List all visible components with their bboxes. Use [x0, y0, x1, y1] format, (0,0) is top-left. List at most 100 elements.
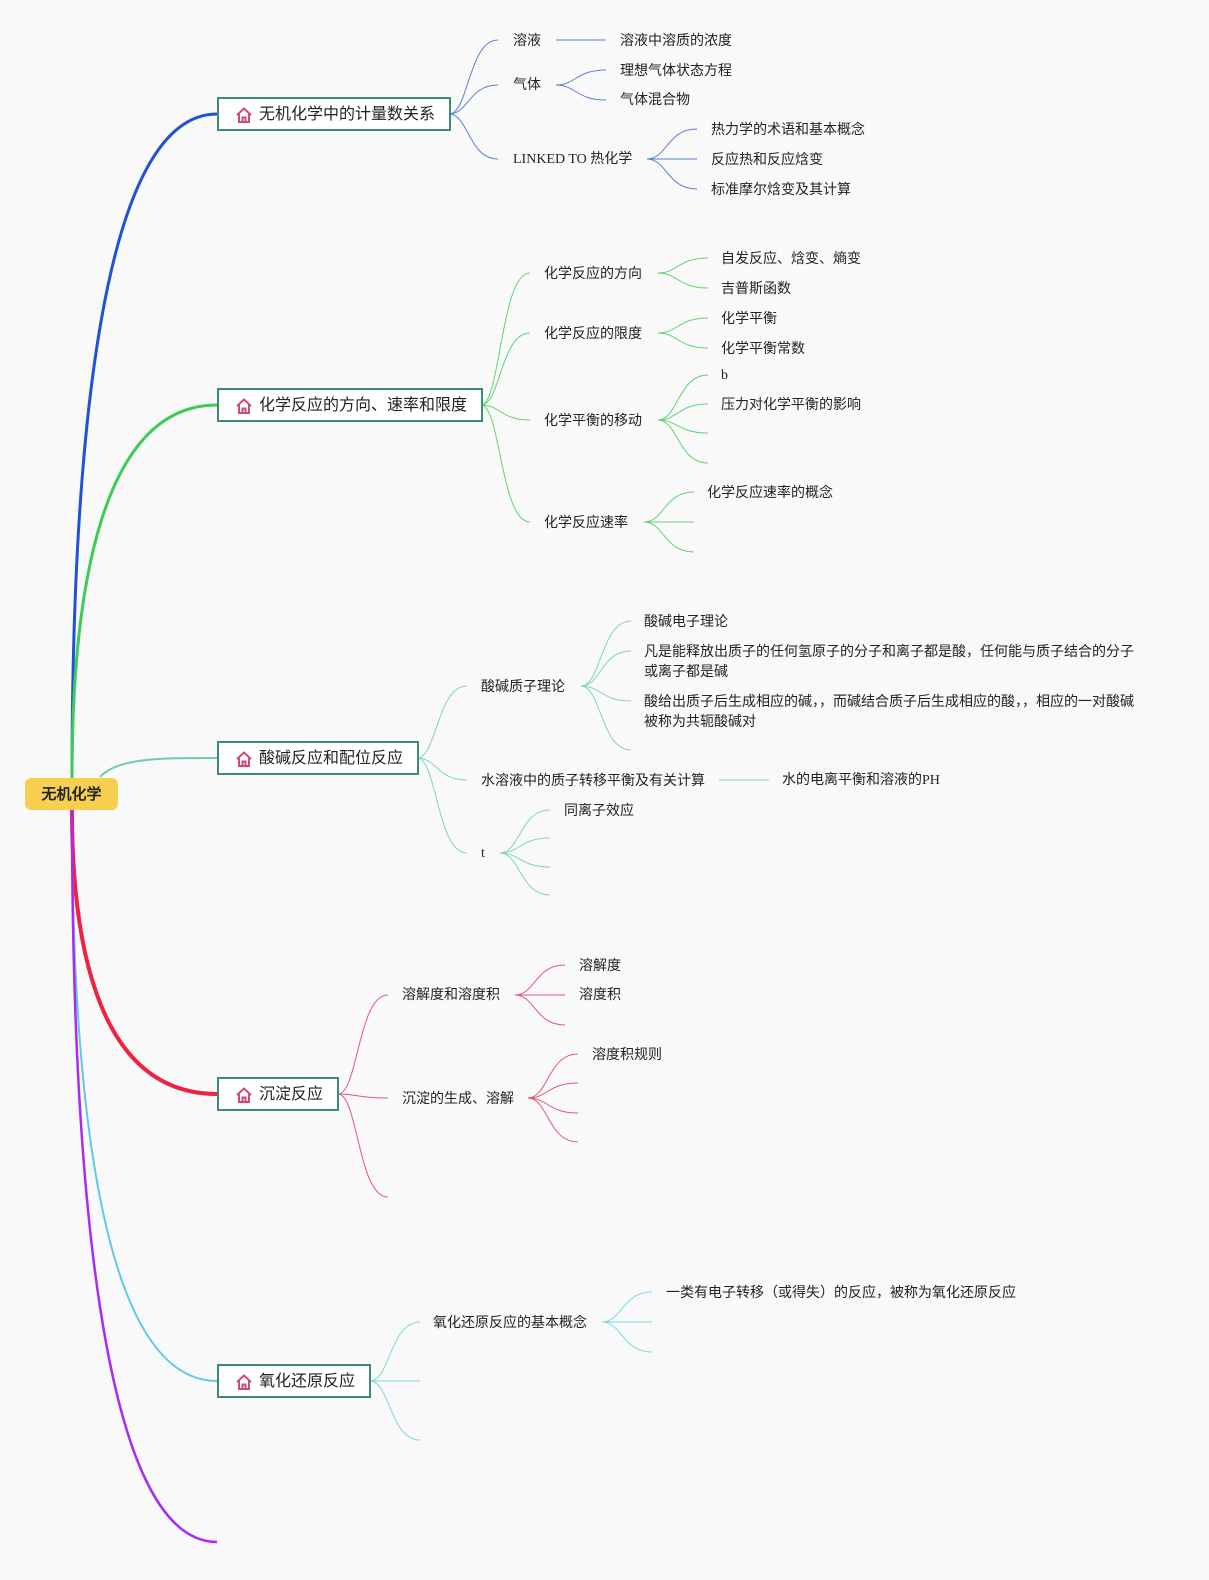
topic-precipitation[interactable]: 沉淀反应 — [217, 1077, 340, 1111]
leaf-node[interactable]: 化学平衡 — [721, 311, 777, 327]
topic-label: 氧化还原反应 — [259, 1371, 356, 1390]
home-icon — [236, 1374, 252, 1390]
edge-redox-basics — [601, 1291, 653, 1323]
leaf-node[interactable]: 凡是能释放出质子的任何氢原子的分子和离子都是酸，任何能与质子结合的分子或离子都是… — [644, 644, 1134, 680]
edge-topic2 — [480, 404, 531, 421]
leaf-node[interactable]: 溶解度 — [579, 958, 621, 974]
edge-t — [499, 852, 551, 896]
leaf-node[interactable]: 同离子效应 — [564, 803, 634, 819]
edge-gas — [555, 69, 607, 86]
leaf-node[interactable]: 气体混合物 — [620, 92, 690, 108]
trunk-reaction — [70, 403, 218, 779]
edge-proton — [580, 650, 632, 687]
topic-label: 化学反应的方向、速率和限度 — [259, 395, 468, 414]
leaf-node[interactable]: 反应热和反应焓变 — [711, 152, 823, 168]
topic-label: 无机化学中的计量数关系 — [259, 104, 436, 123]
edge-form — [527, 1097, 579, 1114]
topic-acid-base[interactable]: 酸碱反应和配位反应 — [217, 741, 420, 775]
home-icon — [236, 751, 252, 767]
edge-form — [527, 1082, 579, 1099]
trunk-stoichiometry — [70, 112, 218, 779]
leaf-node[interactable]: 溶液中溶质的浓度 — [620, 33, 732, 49]
edge-proton — [580, 620, 632, 687]
subtopic-gas[interactable]: 气体 — [513, 77, 541, 93]
edge-topic3 — [416, 757, 468, 854]
edge-solubility — [514, 964, 566, 996]
leaf-node[interactable]: 一类有电子转移（或得失）的反应，被称为氧化还原反应 — [666, 1285, 1016, 1301]
edge-shift — [657, 419, 709, 464]
topic-label: 酸碱反应和配位反应 — [259, 748, 404, 767]
leaf-node[interactable]: 水的电离平衡和溶液的PH — [782, 773, 940, 788]
trunk-extra — [70, 809, 218, 1544]
edge-topic2 — [480, 272, 531, 406]
subtopic-redox-basics[interactable]: 氧化还原反应的基本概念 — [433, 1315, 587, 1331]
home-icon — [236, 1087, 252, 1103]
trunk-precipitation — [70, 809, 218, 1096]
edge-thermo — [646, 128, 698, 160]
edge-topic3 — [416, 685, 468, 759]
leaf-node[interactable]: 自发反应、焓变、熵变 — [721, 251, 861, 267]
topic-reaction-direction[interactable]: 化学反应的方向、速率和限度 — [217, 388, 484, 422]
subtopic-proton-transfer[interactable]: 水溶液中的质子转移平衡及有关计算 — [481, 773, 705, 789]
edge-proton — [580, 685, 632, 702]
leaf-node[interactable]: b — [721, 368, 728, 383]
root-node[interactable]: 无机化学 — [25, 778, 118, 810]
subtopic-t[interactable]: t — [481, 846, 485, 861]
topic-redox[interactable]: 氧化还原反应 — [217, 1364, 372, 1398]
leaf-node[interactable]: 酸给出质子后生成相应的碱，，而碱结合质子后生成相应的酸，，相应的一对酸碱被称为共… — [644, 694, 1134, 730]
edge-form — [527, 1053, 579, 1099]
subtopic-solution[interactable]: 溶液 — [513, 33, 541, 49]
edge-direction — [657, 257, 709, 274]
edge-topic1 — [448, 113, 499, 160]
edge-thermo — [646, 158, 698, 190]
edge-topic4 — [337, 994, 389, 1095]
edge-topic4 — [337, 1093, 389, 1198]
leaf-node[interactable]: 酸碱电子理论 — [644, 614, 728, 630]
edge-topic1 — [448, 84, 499, 115]
subtopic-limit[interactable]: 化学反应的限度 — [544, 326, 642, 342]
subtopic-direction[interactable]: 化学反应的方向 — [544, 266, 642, 282]
edge-proton — [580, 685, 632, 751]
leaf-node[interactable]: 热力学的术语和基本概念 — [711, 122, 865, 138]
topic-stoichiometry[interactable]: 无机化学中的计量数关系 — [217, 97, 452, 131]
subtopic-equilibrium-shift[interactable]: 化学平衡的移动 — [544, 413, 642, 429]
topic-label: 沉淀反应 — [259, 1084, 324, 1103]
leaf-node[interactable]: 吉普斯函数 — [721, 281, 791, 297]
edge-topic2 — [480, 404, 531, 523]
subtopic-proton-theory[interactable]: 酸碱质子理论 — [481, 679, 565, 695]
leaf-node[interactable]: 化学反应速率的概念 — [707, 485, 833, 501]
subtopic-solubility[interactable]: 溶解度和溶度积 — [402, 987, 500, 1003]
leaf-node[interactable]: 标准摩尔焓变及其计算 — [711, 182, 851, 198]
edge-shift — [657, 374, 709, 421]
leaf-node[interactable]: 化学平衡常数 — [721, 341, 805, 357]
edge-form — [527, 1097, 579, 1143]
edge-topic3 — [416, 757, 468, 781]
leaf-node[interactable]: 溶度积规则 — [592, 1047, 662, 1063]
home-icon — [236, 398, 252, 414]
edge-t — [499, 809, 551, 854]
edge-rate — [643, 521, 695, 553]
leaf-node[interactable]: 理想气体状态方程 — [620, 63, 732, 79]
edge-shift — [657, 403, 709, 421]
edge-solubility — [514, 994, 566, 1026]
edge-topic1 — [448, 39, 499, 115]
edge-t — [499, 837, 551, 854]
trunk-redox — [71, 809, 218, 1382]
edge-rate — [643, 491, 695, 523]
trunk-acid-base — [99, 757, 218, 778]
subtopic-thermochem[interactable]: LINKED TO 热化学 — [513, 152, 633, 167]
edge-topic4 — [337, 1093, 389, 1099]
edge-topic5 — [369, 1321, 421, 1382]
subtopic-precipitate-form[interactable]: 沉淀的生成、溶解 — [402, 1091, 514, 1107]
leaf-node[interactable]: 压力对化学平衡的影响 — [721, 397, 861, 413]
edge-topic5 — [369, 1380, 421, 1441]
leaf-node[interactable]: 溶度积 — [579, 987, 621, 1003]
edge-limit — [657, 317, 709, 334]
edge-gas — [555, 84, 607, 101]
edge-redox-basics — [601, 1321, 653, 1353]
edge-direction — [657, 272, 709, 289]
subtopic-rate[interactable]: 化学反应速率 — [544, 515, 628, 531]
edge-topic2 — [480, 332, 531, 406]
home-icon — [236, 107, 252, 123]
